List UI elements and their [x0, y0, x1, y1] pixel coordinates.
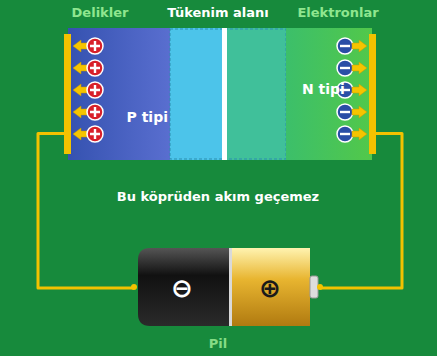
note-label: Bu köprüden akım geçemez — [117, 190, 319, 204]
p-region — [68, 28, 172, 160]
p-type-region: P tipi — [66, 28, 172, 160]
battery-box: ⊖⊕ — [134, 248, 320, 326]
carrier-label: Elektronlar — [297, 6, 378, 20]
carrier-label: Delikler — [72, 6, 129, 20]
region-label: N tipi — [302, 82, 345, 97]
wire — [320, 134, 402, 288]
depletion-zone — [170, 28, 286, 160]
battery-label: Pil — [209, 337, 227, 351]
hole-charges — [73, 38, 103, 142]
wire — [38, 134, 134, 288]
region-label: P tipi — [127, 110, 168, 125]
contact-bar — [64, 34, 376, 154]
n-type-region: N tipi — [286, 28, 374, 160]
zone-label: Tükenim alanı — [167, 6, 269, 20]
polarity-sign: ⊕ — [259, 274, 281, 303]
battery-symbol — [131, 248, 323, 326]
polarity-sign: ⊖ — [171, 274, 193, 303]
n-region — [286, 28, 372, 160]
